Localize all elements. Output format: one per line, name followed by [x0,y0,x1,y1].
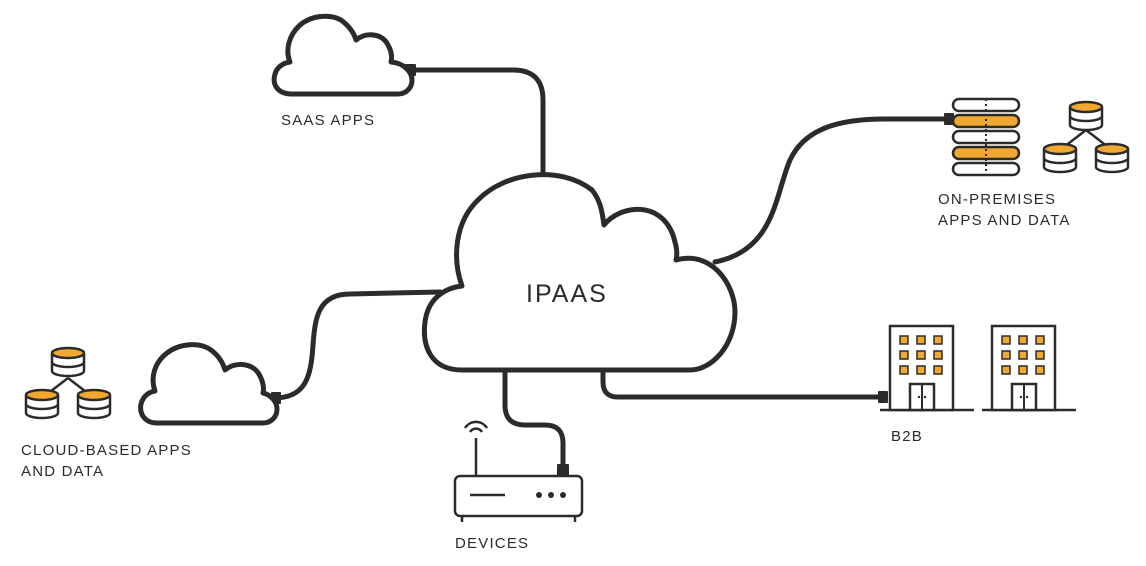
building-icon-2 [980,324,1078,412]
connector-devices [502,365,566,469]
devices-label: DEVICES [455,535,530,552]
cloud-based-label: CLOUD-BASED APPS AND DATA [21,440,192,482]
on-premises-label-line-1: ON-PREMISES [938,191,1057,208]
connector-on-premises [712,116,949,265]
connector-b2b [600,367,884,400]
router-lights [536,492,566,498]
building-icon-1 [878,324,976,412]
b2b-label: B2B [891,428,923,445]
cloud-based-label-line-1: CLOUD-BASED APPS [21,442,192,459]
database-cluster-icon-left [24,346,112,420]
on-premises-label-line-2: APPS AND DATA [938,212,1071,229]
connector-saas [413,67,546,178]
cloud-based-label-line-2: AND DATA [21,463,105,480]
cloud-based-cloud-icon [138,342,280,426]
saas-apps-label: SAAS APPS [281,112,376,129]
saas-cloud-icon [271,13,415,97]
on-premises-label: ON-PREMISES APPS AND DATA [938,189,1071,231]
plug-devices [557,464,569,476]
ipaas-label: IPAAS [526,280,608,308]
ipaas-cloud-icon [421,172,738,373]
router-icon [453,420,584,522]
plug-b2b [878,391,888,403]
connector-cloud-based [271,289,443,401]
database-cluster-icon-right [1042,100,1130,174]
server-icon [951,97,1021,177]
plug-on-premises [944,113,954,125]
